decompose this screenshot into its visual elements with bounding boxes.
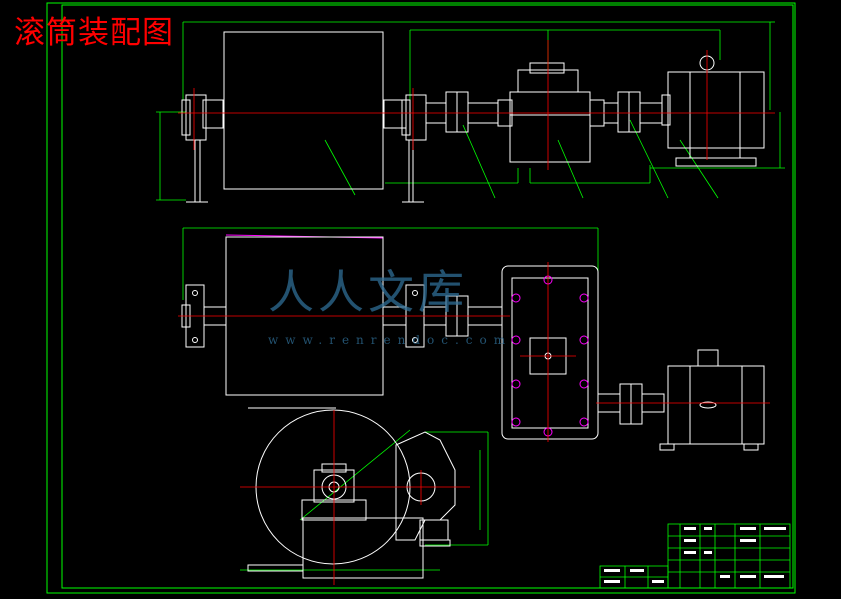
sheet-border [46,2,796,594]
drawing-title: 滚筒装配图 [14,15,174,51]
reducer-top [501,265,599,440]
watermark-url: www.renrendoc.com [268,333,513,347]
watermark-text: 人人文库 [268,265,468,319]
reducer-front [509,91,591,163]
front-view [156,21,785,203]
title-block [599,523,791,589]
top-view [178,227,770,451]
drum-front [223,31,384,190]
motor-front [667,71,765,149]
side-section-view [240,407,489,585]
